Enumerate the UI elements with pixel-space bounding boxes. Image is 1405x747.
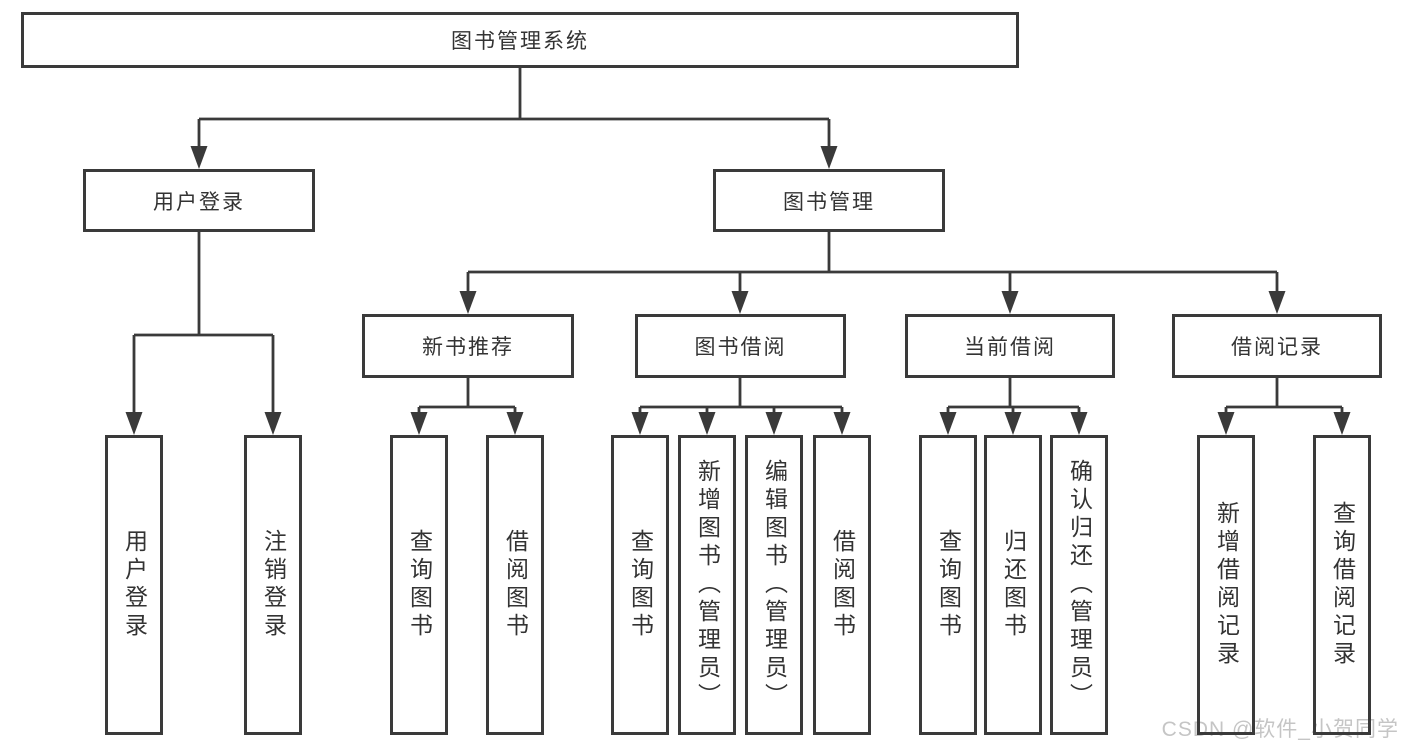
node-query-books-borrow: 查询图书: [611, 435, 669, 735]
node-label: 新增借阅记录: [1213, 501, 1240, 669]
node-label: 当前借阅: [964, 336, 1056, 359]
arrowhead-icon: [833, 412, 851, 435]
arrowhead-icon: [1268, 291, 1286, 314]
arrowhead-icon: [459, 291, 477, 314]
node-edit-books-admin: 编辑图书（管理员）: [745, 435, 803, 735]
node-label: 用户登录: [121, 529, 148, 641]
connector-new-book-recommend: [410, 378, 524, 435]
watermark: CSDN @软件_小贺同学: [1161, 718, 1399, 741]
connector-borrow-records: [1217, 378, 1351, 435]
arrowhead-icon: [1001, 291, 1019, 314]
arrowhead-icon: [698, 412, 716, 435]
arrowhead-icon: [1333, 412, 1351, 435]
node-current-borrow: 当前借阅: [905, 314, 1115, 378]
node-book-borrow: 图书借阅: [635, 314, 846, 378]
node-query-books-recommend: 查询图书: [390, 435, 448, 735]
node-borrow-records: 借阅记录: [1172, 314, 1382, 378]
node-label: 归还图书: [1000, 529, 1027, 641]
node-label: 图书借阅: [694, 336, 787, 359]
node-label: 借阅图书: [829, 529, 856, 641]
arrowhead-icon: [125, 412, 143, 435]
node-label: 图书管理: [783, 190, 875, 214]
node-user-login-action: 用户登录: [105, 435, 163, 735]
arrowhead-icon: [939, 412, 957, 435]
node-return-books: 归还图书: [984, 435, 1042, 735]
arrowhead-icon: [1217, 412, 1235, 435]
arrowhead-icon: [264, 412, 282, 435]
node-add-borrow-record: 新增借阅记录: [1197, 435, 1255, 735]
arrowhead-icon: [190, 146, 208, 169]
node-query-borrow-record: 查询借阅记录: [1313, 435, 1371, 735]
node-library-management-system: 图书管理系统: [21, 12, 1019, 68]
connector-book-management: [459, 232, 1286, 314]
node-label: 查询图书: [935, 529, 962, 641]
connector-current-borrow: [939, 378, 1088, 435]
node-label: 查询图书: [406, 529, 433, 641]
connector-user-login: [125, 232, 282, 435]
node-new-book-recommend: 新书推荐: [362, 314, 574, 378]
node-borrow-books-action: 借阅图书: [813, 435, 871, 735]
node-label: 新增图书（管理员）: [694, 459, 721, 711]
node-label: 新书推荐: [422, 336, 514, 359]
node-borrow-books-recommend: 借阅图书: [486, 435, 544, 735]
arrowhead-icon: [765, 412, 783, 435]
arrowhead-icon: [506, 412, 524, 435]
node-label: 查询图书: [627, 529, 654, 641]
node-label: 借阅记录: [1231, 336, 1323, 359]
node-query-books-current: 查询图书: [919, 435, 977, 735]
node-label: 查询借阅记录: [1329, 501, 1356, 669]
node-label: 注销登录: [260, 529, 287, 641]
node-label: 编辑图书（管理员）: [761, 459, 788, 711]
node-confirm-return-admin: 确认归还（管理员）: [1050, 435, 1108, 735]
arrowhead-icon: [631, 412, 649, 435]
arrowhead-icon: [1004, 412, 1022, 435]
node-logout-action: 注销登录: [244, 435, 302, 735]
connector-book-borrow: [631, 378, 851, 435]
node-label: 图书管理系统: [451, 30, 589, 53]
arrowhead-icon: [1070, 412, 1088, 435]
node-book-management: 图书管理: [713, 169, 945, 232]
arrowhead-icon: [410, 412, 428, 435]
node-label: 用户登录: [153, 190, 245, 214]
node-label: 确认归还（管理员）: [1066, 459, 1093, 711]
connector-root: [190, 68, 838, 169]
node-add-books-admin: 新增图书（管理员）: [678, 435, 736, 735]
node-label: 借阅图书: [502, 529, 529, 641]
arrowhead-icon: [820, 146, 838, 169]
node-user-login: 用户登录: [83, 169, 315, 232]
arrowhead-icon: [731, 291, 749, 314]
